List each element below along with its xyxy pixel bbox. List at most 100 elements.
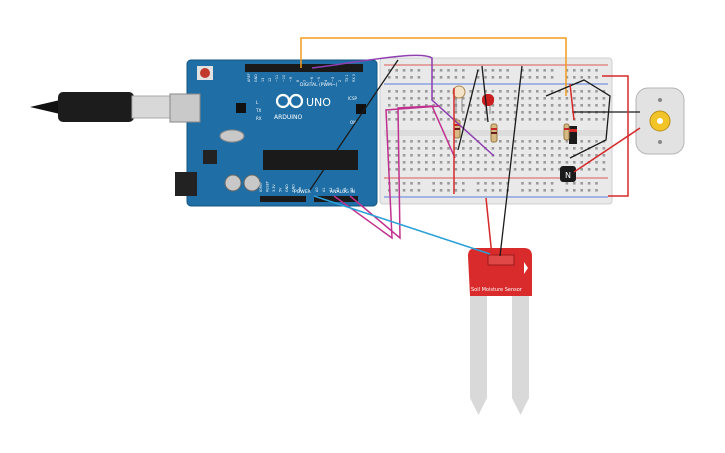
breadboard-hole <box>410 154 413 157</box>
breadboard-hole <box>476 182 480 185</box>
wire-black-4[interactable] <box>499 65 523 257</box>
breadboard-hole <box>580 69 583 72</box>
breadboard-hole <box>469 104 472 107</box>
breadboard-hole <box>447 90 450 93</box>
breadboard-hole <box>476 104 480 107</box>
breadboard-hole <box>536 76 539 79</box>
breadboard-hole <box>521 118 524 121</box>
breadboard-hole <box>580 182 583 185</box>
diode[interactable] <box>569 126 577 144</box>
reset-button[interactable] <box>200 68 210 78</box>
breadboard-hole <box>499 168 502 171</box>
breadboard-hole <box>521 104 524 107</box>
wire-black-1[interactable] <box>309 59 399 191</box>
wire-blue[interactable] <box>313 195 491 255</box>
usb-plug <box>131 95 173 119</box>
wire-magenta-2[interactable] <box>333 105 441 240</box>
breadboard-hole <box>439 189 443 192</box>
breadboard-hole <box>573 189 576 192</box>
pin-label: GND <box>254 74 258 82</box>
breadboard-hole <box>425 90 428 93</box>
breadboard-hole <box>587 76 591 79</box>
breadboard-hole <box>447 118 450 121</box>
wire-magenta[interactable] <box>349 105 456 240</box>
breadboard-hole <box>580 168 583 171</box>
pin-label: ~9 <box>289 77 293 82</box>
breadboard-hole <box>410 97 413 100</box>
breadboard-hole <box>388 147 391 150</box>
wire-black-3[interactable] <box>481 65 489 123</box>
wire-purple[interactable] <box>311 54 495 157</box>
usb-cable[interactable] <box>30 92 173 122</box>
resistor-2[interactable] <box>490 123 498 143</box>
breadboard-hole <box>447 182 450 185</box>
breadboard-hole <box>410 140 413 143</box>
breadboard-hole <box>550 76 554 79</box>
breadboard-hole <box>395 90 398 93</box>
breadboard-hole <box>550 104 554 107</box>
breadboard-hole <box>536 97 539 100</box>
wire-red-4[interactable] <box>573 127 641 173</box>
breadboard-hole <box>476 111 480 114</box>
breadboard-hole <box>425 97 428 100</box>
breadboard-hole <box>476 161 480 164</box>
breadboard-hole <box>602 90 606 93</box>
breadboard-hole <box>558 147 561 150</box>
breadboard-hole <box>410 161 413 164</box>
soil-moisture-sensor[interactable]: Soil Moisture Sensor <box>468 248 532 415</box>
breadboard-hole <box>565 111 569 114</box>
breadboard-hole <box>439 118 443 121</box>
breadboard-hole <box>402 104 406 107</box>
breadboard-hole <box>521 111 524 114</box>
breadboard-hole <box>425 104 428 107</box>
icsp-header <box>356 104 366 114</box>
photoresistor[interactable] <box>452 85 466 112</box>
breadboard-hole <box>550 161 554 164</box>
breadboard-hole <box>447 189 450 192</box>
npn-transistor[interactable]: N <box>560 166 576 182</box>
wire-red-2[interactable] <box>485 197 493 257</box>
breadboard-hole <box>469 147 472 150</box>
wire-black-2[interactable] <box>457 69 479 151</box>
sensor-connector <box>487 254 515 266</box>
breadboard-hole <box>587 69 591 72</box>
breadboard-hole <box>439 182 443 185</box>
dc-motor[interactable] <box>635 87 685 155</box>
breadboard-hole <box>388 90 391 93</box>
arduino-board[interactable]: ARDUINO UNO DIGITAL (PWM~) POWER ANALOG … <box>169 59 378 207</box>
breadboard-hole <box>580 161 583 164</box>
usb-port <box>169 93 201 123</box>
atmega-chip <box>263 150 358 170</box>
breadboard-hole <box>580 140 583 143</box>
wire-orange[interactable] <box>300 37 567 96</box>
transistor-label: N <box>565 171 571 180</box>
analog-header <box>314 196 358 202</box>
breadboard-hole <box>476 90 480 93</box>
wire-red-5[interactable] <box>569 83 575 121</box>
breadboard-hole <box>395 118 398 121</box>
usb-cable-end <box>30 100 60 114</box>
resistor-3[interactable] <box>563 123 570 141</box>
breadboard-hole <box>521 168 524 171</box>
breadboard-hole <box>476 76 480 79</box>
breadboard-hole <box>513 111 517 114</box>
breadboard-hole <box>550 118 554 121</box>
breadboard-hole <box>595 118 598 121</box>
breadboard-hole <box>402 154 406 157</box>
breadboard-hole <box>388 104 391 107</box>
breadboard-hole <box>499 147 502 150</box>
wire-black-5[interactable] <box>545 79 611 159</box>
pin-label: TX 1 <box>345 74 349 83</box>
breadboard-hole <box>536 154 539 157</box>
breadboard-hole <box>388 69 391 72</box>
led-label-tx: TX <box>255 108 261 113</box>
breadboard-hole <box>402 147 406 150</box>
breadboard-hole <box>447 104 450 107</box>
digital-header <box>245 64 363 72</box>
breadboard-hole <box>439 140 443 143</box>
breadboard-hole <box>395 147 398 150</box>
breadboard-hole <box>536 140 539 143</box>
breadboard-hole <box>469 111 472 114</box>
breadboard-hole <box>417 147 421 150</box>
breadboard-hole <box>462 140 465 143</box>
